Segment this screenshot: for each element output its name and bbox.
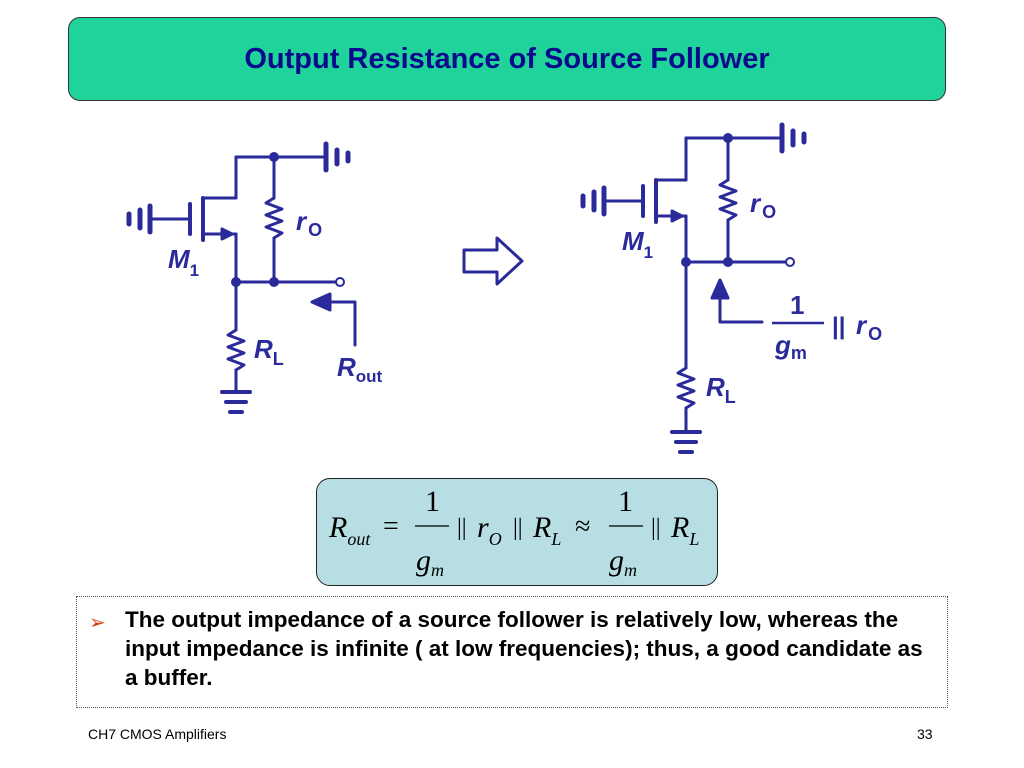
- left-ro-resistor: [264, 155, 284, 284]
- right-m1-label: M1: [622, 226, 653, 262]
- right-vdd-symbol: [684, 122, 807, 182]
- left-transistor-m1: [201, 196, 238, 284]
- svg-text:1: 1: [425, 485, 440, 518]
- rout-equation: Rout = 1 gm || rO || RL ≈ 1 gm || RL: [328, 485, 699, 580]
- right-rl-resistor: [676, 260, 696, 432]
- footer-course-name: CH7 CMOS Amplifiers: [88, 726, 227, 742]
- footer-page-number: 33: [917, 726, 933, 742]
- left-circuit: [126, 141, 357, 414]
- right-transistor-m1: [654, 178, 688, 264]
- svg-text:RL: RL: [532, 511, 561, 549]
- left-rl-resistor: [226, 280, 246, 392]
- svg-text:gm: gm: [609, 544, 637, 580]
- right-parallel-symbol: ||: [832, 313, 845, 340]
- left-rout-arrow: [310, 292, 357, 347]
- left-rout-label: Rout: [337, 352, 383, 386]
- note-box: ➢ The output impedance of a source follo…: [76, 596, 948, 708]
- transform-arrow: [462, 236, 524, 286]
- circuit-diagrams: M1 rO RL Rout M1 rO RL 1 gm || rO: [126, 122, 882, 454]
- left-rl-label: RL: [254, 334, 284, 369]
- left-gate-input: [126, 202, 192, 236]
- note-text: The output impedance of a source followe…: [125, 607, 923, 690]
- bullet-arrow-icon: ➢: [89, 612, 106, 634]
- title-bar: Output Resistance of Source Follower: [68, 17, 946, 101]
- right-circuit: [580, 122, 807, 454]
- left-ground-symbol: [220, 390, 252, 414]
- right-up-arrow: [710, 278, 764, 324]
- right-ground-symbol: [670, 430, 702, 454]
- svg-text:gm: gm: [416, 544, 444, 580]
- slide-title: Output Resistance of Source Follower: [244, 42, 770, 75]
- right-ro-resistor: [718, 136, 738, 264]
- svg-text:1: 1: [618, 485, 633, 518]
- right-frac-denominator: gm: [774, 330, 807, 363]
- svg-text:||: ||: [457, 515, 467, 541]
- svg-text:=: =: [383, 511, 399, 542]
- left-m1-label: M1: [168, 244, 199, 280]
- svg-text:RL: RL: [670, 511, 699, 549]
- right-rl-label: RL: [706, 372, 736, 407]
- svg-text:rO: rO: [477, 511, 502, 549]
- right-frac-numerator: 1: [790, 290, 804, 320]
- left-vdd-symbol: [234, 141, 351, 200]
- formula-box: Rout = 1 gm || rO || RL ≈ 1 gm || RL: [316, 478, 718, 586]
- svg-text:||: ||: [513, 515, 523, 541]
- svg-text:≈: ≈: [575, 511, 590, 542]
- right-gate-input: [580, 184, 645, 218]
- svg-text:Rout: Rout: [328, 511, 371, 549]
- svg-text:||: ||: [651, 515, 661, 541]
